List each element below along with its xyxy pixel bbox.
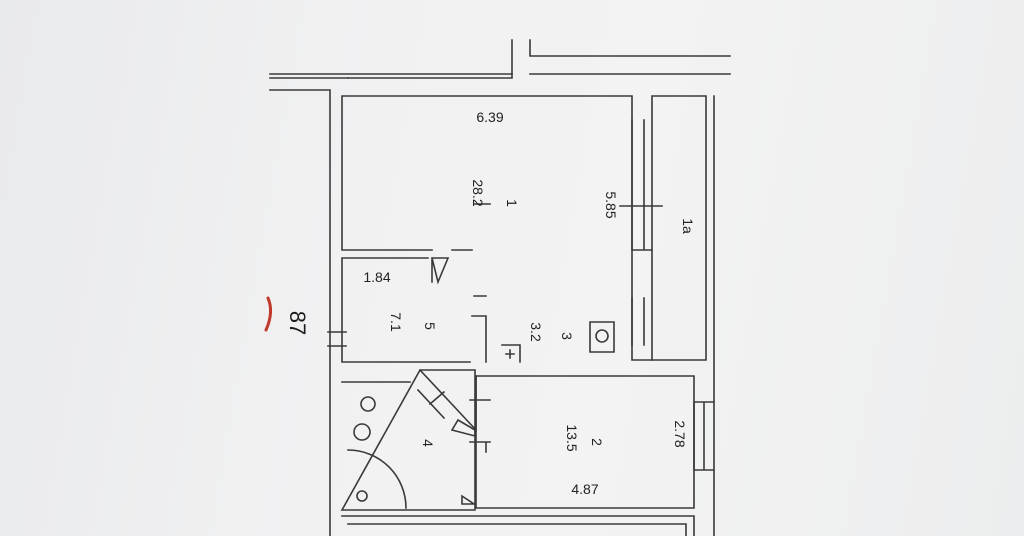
room1-length-dim: 5.85	[603, 191, 619, 219]
window-room1	[631, 119, 653, 346]
drain	[356, 490, 368, 502]
gas-riser	[430, 257, 450, 285]
room5-number: 5	[422, 322, 438, 330]
room3-mark	[501, 344, 521, 363]
top-outer-wall	[269, 39, 731, 75]
room3-number: 3	[559, 332, 575, 340]
room1a-label: 1a	[680, 218, 696, 234]
room-2-outline	[475, 375, 695, 509]
room1-area: 28.2	[470, 179, 486, 207]
room2-length-dim: 2.78	[672, 420, 688, 448]
shower	[347, 449, 407, 509]
sink	[360, 396, 376, 412]
floor-drain	[461, 494, 477, 505]
top-inner-wall	[269, 73, 513, 536]
toilet	[353, 423, 371, 441]
room1-width-dim: 6.39	[476, 109, 504, 125]
window-room2	[693, 401, 715, 471]
room-1a-outline	[651, 95, 715, 536]
bottom-room-outline	[341, 515, 695, 536]
room3-area: 3.2	[528, 322, 544, 342]
room5-width-dim: 1.84	[363, 269, 391, 285]
room5-area: 7.1	[388, 312, 404, 332]
door-room5	[327, 331, 347, 347]
stove-burner	[595, 329, 609, 343]
room2-area: 13.5	[564, 424, 580, 452]
room1-divider	[473, 203, 491, 297]
room2-width-dim: 4.87	[571, 481, 599, 497]
plan-number: 87	[285, 310, 310, 336]
room-5-outline	[341, 257, 487, 363]
door-room4	[416, 388, 476, 438]
room4-number: 4	[420, 439, 436, 447]
red-mark	[264, 296, 273, 332]
stove-symbol	[589, 321, 615, 353]
room2-number: 2	[589, 438, 605, 446]
door-room2	[469, 399, 491, 453]
room1-number: 1	[504, 199, 520, 207]
